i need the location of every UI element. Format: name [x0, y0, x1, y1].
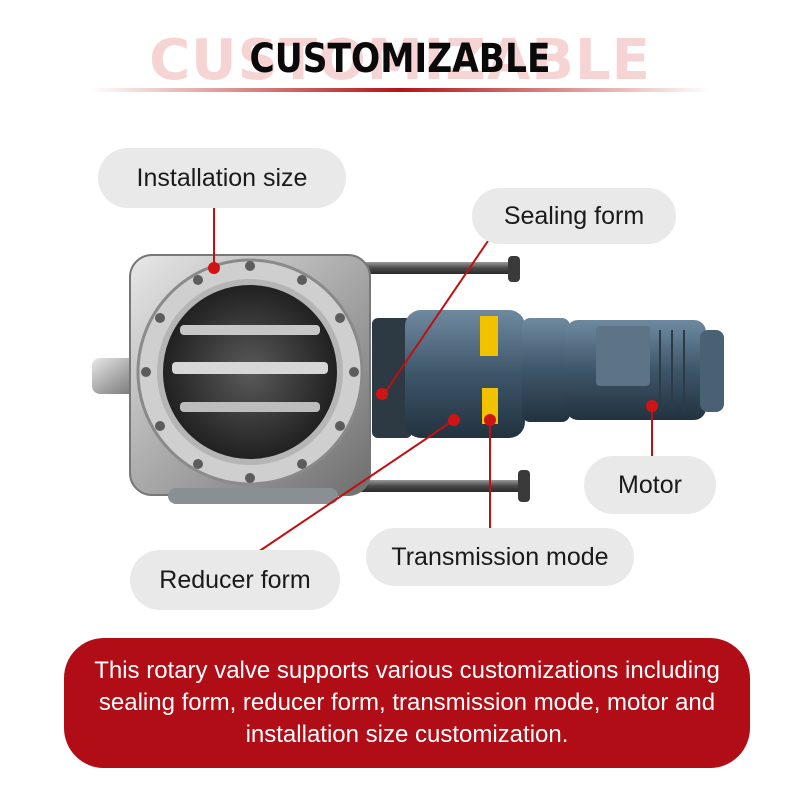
seal-plate — [372, 318, 412, 438]
page-title: CUSTOMIZABLE — [249, 36, 551, 82]
callout-motor: Motor — [584, 456, 716, 514]
title-area: CUSTOMIZABLE CUSTOMIZABLE — [0, 20, 800, 93]
leader-lines — [213, 208, 653, 553]
description-banner: This rotary valve supports various custo… — [64, 638, 750, 768]
callout-reducer-form: Reducer form — [130, 550, 340, 610]
banner-text: This rotary valve supports various custo… — [94, 657, 720, 748]
marker-dots — [208, 262, 658, 426]
title-underline — [90, 88, 710, 92]
flange-bolts — [141, 261, 359, 483]
callout-transmission-mode: Transmission mode — [366, 528, 634, 586]
title-ghost-text: CUSTOMIZABLE — [149, 28, 651, 93]
bottom-pipe — [168, 488, 338, 504]
reducer — [405, 310, 525, 438]
lower-rod — [320, 480, 530, 492]
callout-installation-size: Installation size — [98, 148, 346, 208]
callout-sealing-form: Sealing form — [472, 188, 676, 244]
